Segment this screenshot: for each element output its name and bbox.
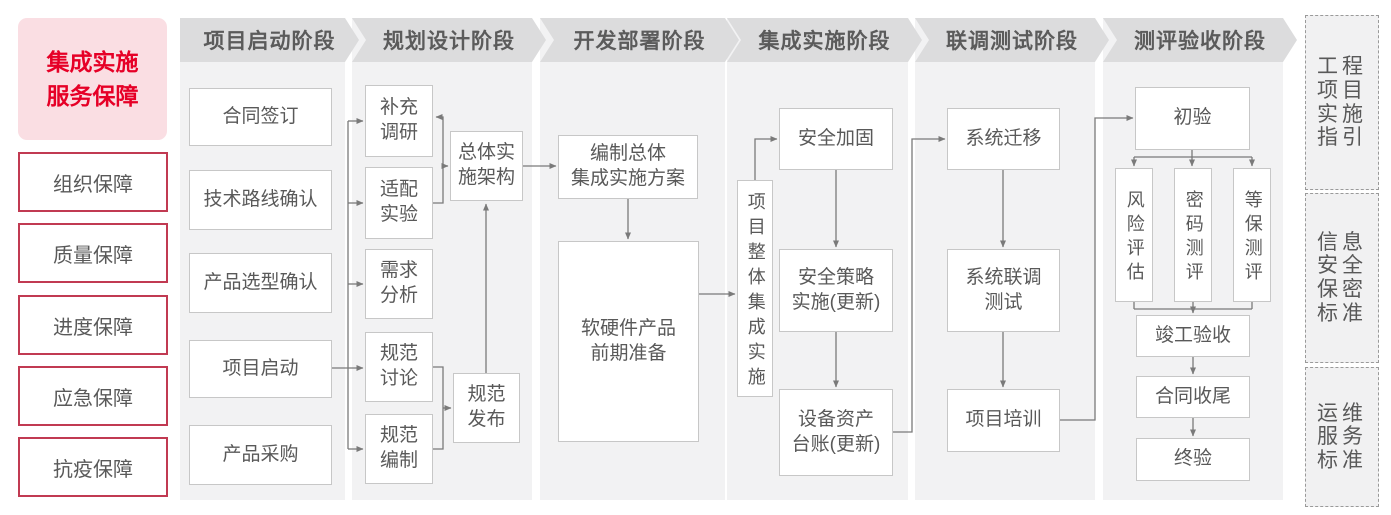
phase-header-planning: 规划设计阶段 bbox=[352, 18, 546, 62]
box-security-policy-implementation: 安全策略 实施(更新) bbox=[779, 249, 893, 332]
guarantee-schedule: 进度保障 bbox=[18, 295, 168, 355]
box-project-kickoff: 项目启动 bbox=[189, 340, 332, 398]
phase-header-planning-label: 规划设计阶段 bbox=[383, 30, 515, 53]
box-project-training: 项目培训 bbox=[947, 389, 1060, 452]
box-spec-release: 规范 发布 bbox=[453, 373, 520, 443]
phase-header-acceptance-label: 测评验收阶段 bbox=[1134, 30, 1266, 53]
box-supplementary-research: 补充 调研 bbox=[365, 85, 433, 157]
guarantee-emergency: 应急保障 bbox=[18, 366, 168, 426]
box-contract-signing: 合同签订 bbox=[189, 88, 332, 146]
box-hw-sw-preparation: 软硬件产品 前期准备 bbox=[558, 241, 699, 442]
phase-header-development-label: 开发部署阶段 bbox=[573, 30, 706, 53]
box-system-migration: 系统迁移 bbox=[947, 108, 1060, 170]
note-engineering-project-guideline: 工程 项目 实施 指引 bbox=[1305, 15, 1379, 190]
phase-header-integration-label: 集成实施阶段 bbox=[758, 30, 891, 53]
phase-header-joint-test: 联调测试阶段 bbox=[915, 18, 1109, 62]
box-product-procurement: 产品采购 bbox=[189, 425, 332, 485]
box-security-hardening: 安全加固 bbox=[779, 108, 893, 170]
box-product-selection-confirm: 产品选型确认 bbox=[189, 253, 332, 313]
note-information-security-standard: 信息 安全 保密 标准 bbox=[1305, 193, 1379, 363]
box-classified-protection-evaluation: 等保测评 bbox=[1233, 168, 1271, 302]
note-operation-maintenance-standard: 运维 服务 标准 bbox=[1305, 367, 1379, 507]
phase-header-joint-test-label: 联调测试阶段 bbox=[946, 30, 1078, 53]
box-final-acceptance: 终验 bbox=[1136, 438, 1250, 481]
box-crypto-evaluation: 密码测评 bbox=[1174, 168, 1212, 302]
box-spec-discussion: 规范 讨论 bbox=[365, 332, 433, 402]
box-contract-closure: 合同收尾 bbox=[1136, 376, 1250, 418]
guarantee-quality: 质量保障 bbox=[18, 223, 168, 283]
phase-header-integration: 集成实施阶段 bbox=[727, 18, 922, 62]
box-completion-acceptance: 竣工验收 bbox=[1136, 315, 1250, 357]
box-requirement-analysis: 需求 分析 bbox=[365, 249, 433, 319]
phase-header-kickoff: 项目启动阶段 bbox=[180, 18, 359, 62]
box-risk-assessment: 风险评估 bbox=[1115, 168, 1153, 302]
box-overall-integration-plan: 编制总体 集成实施方案 bbox=[558, 135, 698, 199]
phase-header-acceptance: 测评验收阶段 bbox=[1103, 18, 1297, 62]
guarantee-epidemic: 抗疫保障 bbox=[18, 437, 168, 497]
box-system-joint-debugging-test: 系统联调 测试 bbox=[947, 249, 1060, 332]
phase-header-development: 开发部署阶段 bbox=[540, 18, 739, 62]
box-overall-implementation-architecture: 总体实 施架构 bbox=[450, 131, 523, 201]
box-tech-route-confirm: 技术路线确认 bbox=[189, 170, 332, 230]
guarantee-organization: 组织保障 bbox=[18, 152, 168, 212]
box-overall-project-integration: 项目整体集成实施 bbox=[737, 180, 773, 397]
box-equipment-asset-ledger: 设备资产 台账(更新) bbox=[779, 389, 893, 476]
box-adaptation-test: 适配 实验 bbox=[365, 167, 433, 239]
diagram-title: 集成实施 服务保障 bbox=[18, 18, 167, 140]
phase-header-kickoff-label: 项目启动阶段 bbox=[203, 30, 336, 53]
box-preliminary-acceptance: 初验 bbox=[1135, 87, 1250, 150]
box-spec-drafting: 规范 编制 bbox=[365, 414, 433, 484]
